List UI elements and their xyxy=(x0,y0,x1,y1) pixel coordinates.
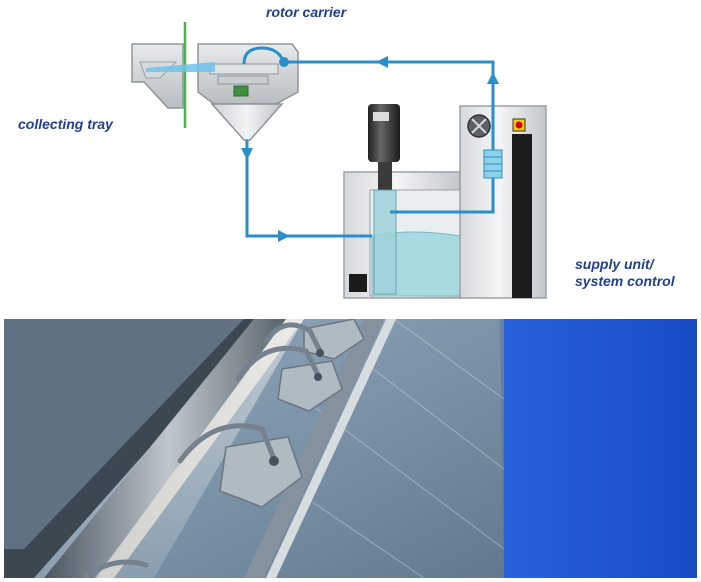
rotor-part xyxy=(233,85,249,97)
flow-lines xyxy=(242,46,495,238)
rotor-carrier-housing xyxy=(197,43,299,141)
equipment-photo xyxy=(4,319,697,578)
collecting-tray-housing xyxy=(131,22,187,128)
system-diagram: rotor carrier collecting tray supply uni… xyxy=(18,4,675,299)
flow-arrow xyxy=(278,230,290,242)
supply-unit-label-line2: system control xyxy=(575,273,675,289)
flow-arrow xyxy=(487,72,499,84)
photo-graphic xyxy=(4,319,697,578)
supply-unit-label-line1: supply unit/ xyxy=(575,256,654,272)
collecting-tray-label: collecting tray xyxy=(18,116,113,132)
control-cabinet xyxy=(459,105,547,299)
rotor-carrier-label: rotor carrier xyxy=(266,4,347,20)
spray-beam xyxy=(146,62,215,72)
nozzle-node xyxy=(279,57,289,67)
tank-logo-badge xyxy=(349,274,367,292)
flow-arrow xyxy=(376,56,388,68)
flow-arrow xyxy=(241,148,253,160)
supply-unit-label: supply unit/ system control xyxy=(575,256,675,290)
pump-motor xyxy=(368,104,400,295)
diagram-graphic xyxy=(131,22,547,299)
